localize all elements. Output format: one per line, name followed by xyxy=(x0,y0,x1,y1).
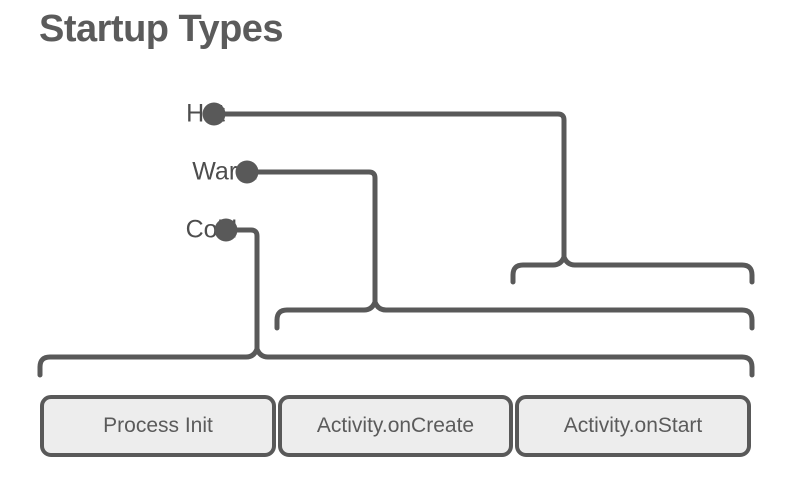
startup-path-hot xyxy=(202,102,755,285)
startup-path-warm xyxy=(235,160,755,331)
hot-brace xyxy=(510,254,755,285)
page-title: Startup Types xyxy=(39,8,284,50)
hot-marker-dot xyxy=(202,102,226,126)
cold-connector-line xyxy=(226,227,260,350)
cold-brace xyxy=(37,346,755,378)
warm-brace xyxy=(274,299,755,331)
stage-box-process-init[interactable]: Process Init xyxy=(40,395,276,457)
cold-marker-dot xyxy=(214,218,238,242)
stage-box-activity-onstart[interactable]: Activity.onStart xyxy=(515,395,751,457)
startup-path-cold xyxy=(37,218,755,378)
stage-box-activity-oncreate[interactable]: Activity.onCreate xyxy=(278,395,513,457)
warm-connector-line xyxy=(247,169,378,303)
hot-connector-line xyxy=(214,111,567,258)
warm-marker-dot xyxy=(235,160,259,184)
